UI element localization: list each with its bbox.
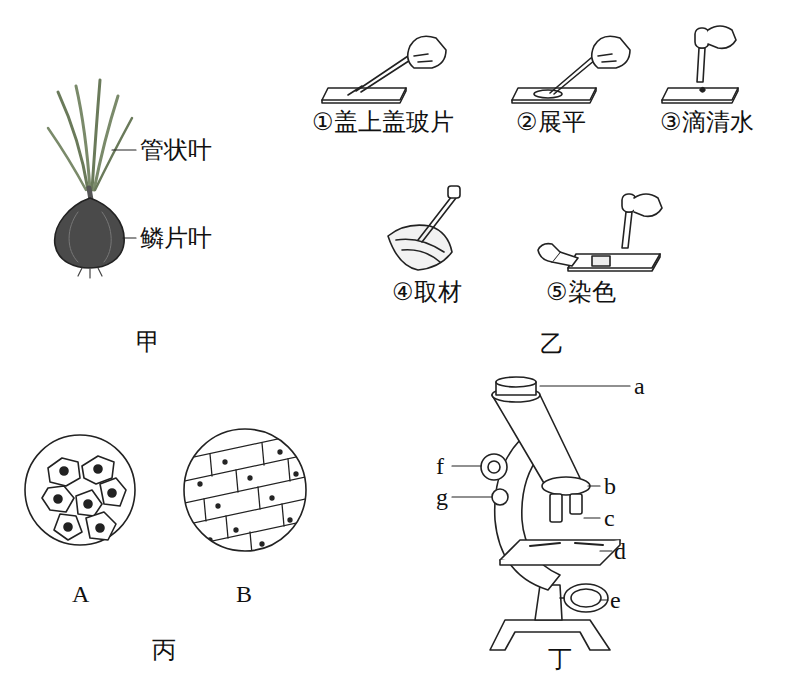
- part-letter: g: [436, 483, 448, 511]
- figure-label: 乙: [540, 330, 564, 358]
- cheek-cells: [25, 435, 135, 545]
- part-label: 鳞片叶: [140, 224, 212, 252]
- step-label: ③滴清水: [660, 108, 754, 136]
- step-drawing: [662, 26, 738, 103]
- step-label: ①盖上盖玻片: [312, 108, 454, 136]
- part-label: 管状叶: [140, 136, 212, 164]
- step-drawing: [322, 36, 446, 103]
- part-letter: f: [436, 452, 444, 480]
- step-drawing: [512, 36, 630, 103]
- step-label: ②展平: [516, 108, 586, 136]
- part-letter: d: [614, 537, 626, 565]
- figure-label: 甲: [136, 328, 160, 356]
- step-label: ⑤染色: [546, 278, 616, 306]
- onion-drawing: [48, 80, 136, 278]
- cell-label: B: [236, 580, 252, 608]
- step-label: ④取材: [392, 278, 462, 306]
- onion-cells: [180, 429, 310, 570]
- cell-label: A: [72, 580, 89, 608]
- part-letter: e: [610, 586, 621, 614]
- part-letter: b: [604, 472, 616, 500]
- leader-lines: [452, 386, 630, 600]
- microscope-drawing: [481, 377, 620, 650]
- figure-label: 丙: [152, 636, 176, 664]
- part-letter: c: [604, 504, 615, 532]
- step-drawing: [388, 186, 460, 270]
- step-drawing: [538, 194, 662, 271]
- figure-label: 丁: [548, 645, 572, 673]
- part-letter: a: [634, 372, 645, 400]
